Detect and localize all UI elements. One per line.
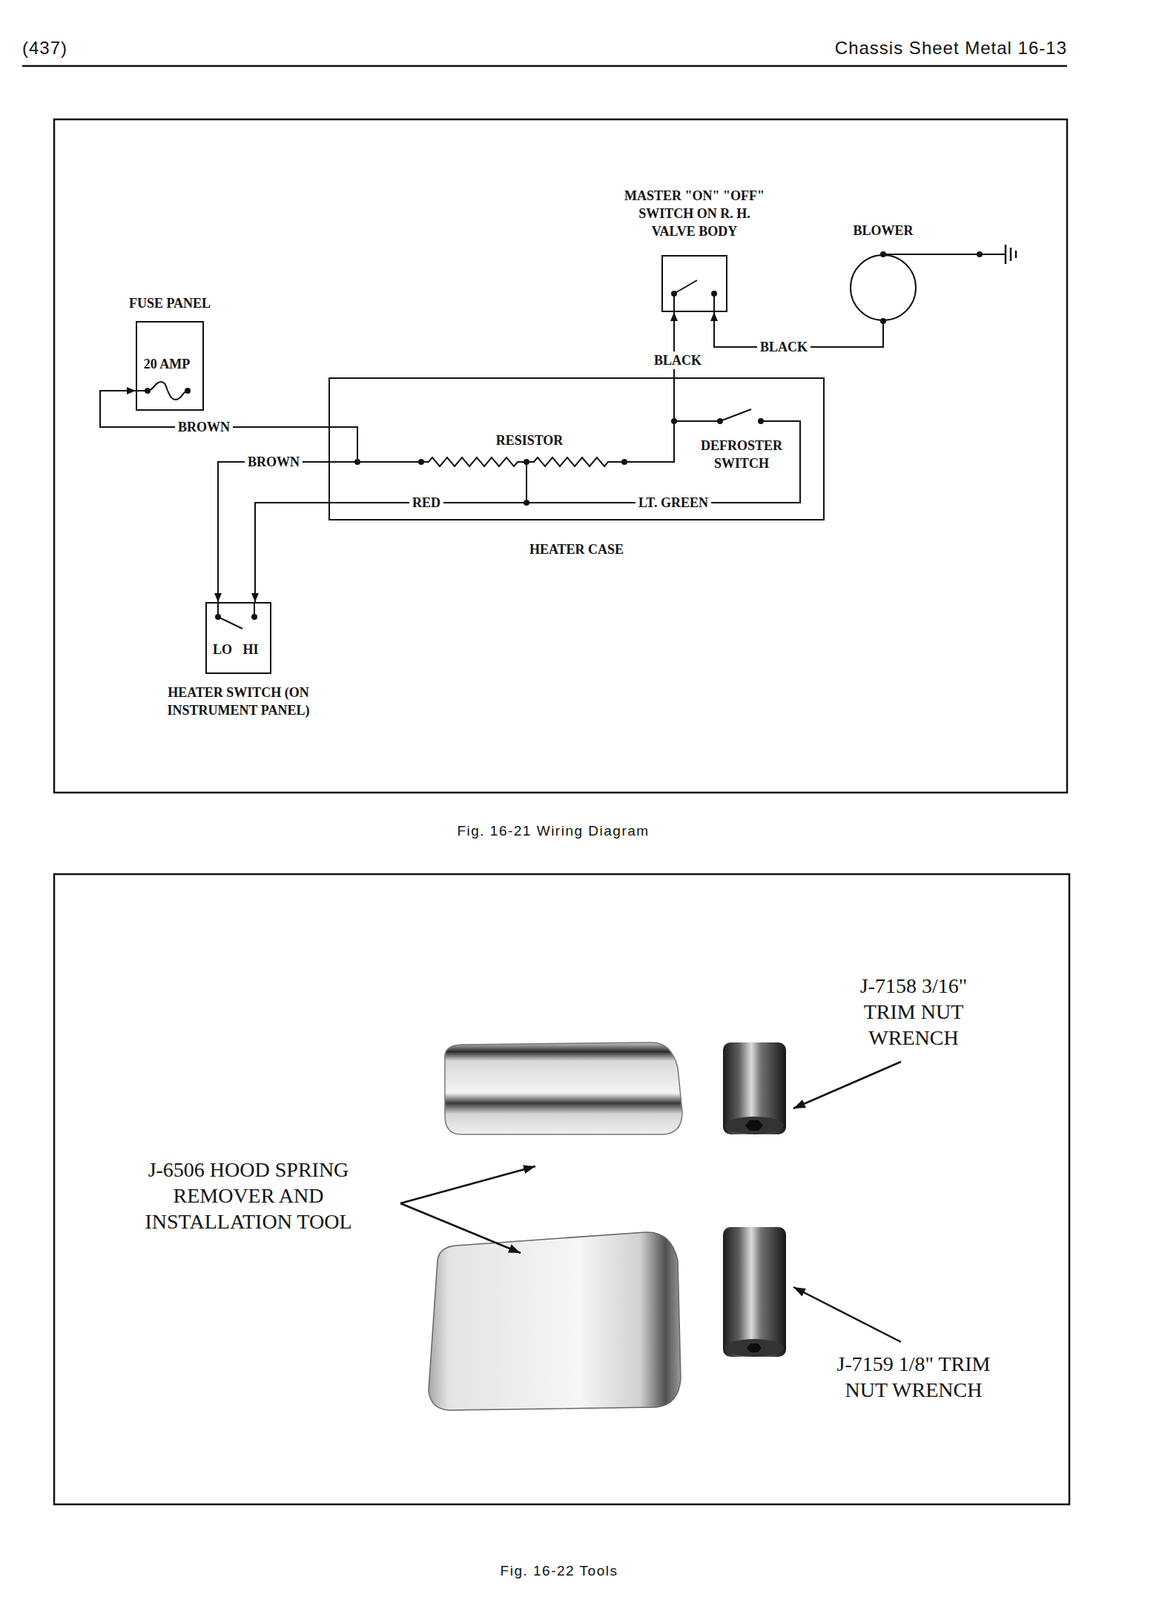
wire-color-label: BROWN <box>175 418 233 437</box>
wire-connector <box>218 461 329 603</box>
component-label: FUSE PANEL <box>129 294 211 313</box>
internal-wire <box>328 377 801 503</box>
terminal-dot <box>184 387 191 394</box>
wire-color-label: BROWN <box>244 453 303 471</box>
fuse-panel-box: FUSE PANEL20 AMP <box>135 321 204 411</box>
blower-motor: BLOWER <box>849 254 917 322</box>
page-number: (437) <box>22 37 68 60</box>
figure-frame <box>54 119 1068 793</box>
defroster-switch-blade <box>720 409 752 422</box>
terminal-dot <box>251 613 258 620</box>
figure-caption: Fig. 16-22 Tools <box>500 1562 619 1581</box>
node-symbol <box>661 255 728 313</box>
part-label: RESISTOR <box>496 431 564 450</box>
leader-line <box>400 1203 521 1254</box>
switch-blade <box>218 616 243 629</box>
hood-spring-tool-photo <box>444 1042 683 1135</box>
trim-nut-socket-photo <box>723 1042 787 1135</box>
junction-dot <box>757 418 764 425</box>
socket-hex-hole <box>746 1343 762 1353</box>
part-label: DEFROSTER SWITCH <box>689 436 794 473</box>
junction-dot <box>621 459 628 465</box>
component-label: HEATER CASE <box>529 540 624 559</box>
terminal-dot <box>215 613 221 620</box>
junction-dot <box>717 418 724 425</box>
terminal-dot <box>711 290 718 297</box>
junction-dot <box>354 459 361 465</box>
switch-label: HEATER SWITCH (ON INSTRUMENT PANEL) <box>149 683 328 720</box>
leader-line <box>793 1287 901 1343</box>
terminal-dot <box>144 387 151 394</box>
ground-symbol <box>1005 244 1016 264</box>
hood-spring-tool-photo <box>428 1232 681 1411</box>
running-header: Chassis Sheet Metal 16-13 <box>834 37 1068 60</box>
tool-label: J-7158 3/16" TRIM NUT WRENCH <box>834 972 994 1051</box>
socket-hex-hole <box>745 1120 764 1131</box>
tool-label: J-6506 HOOD SPRING REMOVER AND INSTALLAT… <box>107 1156 390 1235</box>
wire-color-label: RED <box>409 493 444 512</box>
wire-color-label: BLACK <box>757 338 811 356</box>
heater-switch-box: LOHIHEATER SWITCH (ON INSTRUMENT PANEL) <box>205 602 272 675</box>
socket-opening <box>724 1339 784 1358</box>
component-label: BLOWER <box>852 221 913 240</box>
resistor-symbol <box>526 457 625 467</box>
resistor-symbol <box>421 457 527 467</box>
blower-circle <box>850 255 916 321</box>
switch-label: MASTER "ON" "OFF" SWITCH ON R. H. VALVE … <box>620 186 769 241</box>
node-symbol <box>205 602 272 675</box>
junction-dot <box>523 459 530 465</box>
figure-caption: Fig. 16-21 Wiring Diagram <box>456 822 649 841</box>
blower-outline <box>849 254 917 322</box>
socket-opening <box>724 1116 784 1135</box>
terminal-dot <box>671 290 678 297</box>
fuse-rating: 20 AMP <box>143 355 191 373</box>
leader-line <box>400 1166 536 1204</box>
leader-line <box>793 1061 901 1109</box>
fuse-symbol <box>147 381 188 400</box>
wire-color-label: LT. GREEN <box>635 493 712 512</box>
ground-wire <box>883 253 1005 256</box>
tool-label: J-7159 1/8" TRIM NUT WRENCH <box>834 1351 994 1404</box>
junction-dot <box>671 418 678 425</box>
trim-nut-socket-photo <box>723 1227 787 1358</box>
master-switch-box: MASTER "ON" "OFF" SWITCH ON R. H. VALVE … <box>661 255 728 313</box>
terminal-label: LO <box>212 640 233 659</box>
wire-connector <box>255 502 329 603</box>
junction-dot <box>523 499 530 506</box>
terminal-label: HI <box>242 640 259 659</box>
header-rule <box>22 65 1068 68</box>
switch-blade <box>674 280 698 294</box>
figure-frame <box>54 874 1070 1505</box>
wire-color-label: BLACK <box>651 351 705 370</box>
junction-dot <box>418 459 425 465</box>
